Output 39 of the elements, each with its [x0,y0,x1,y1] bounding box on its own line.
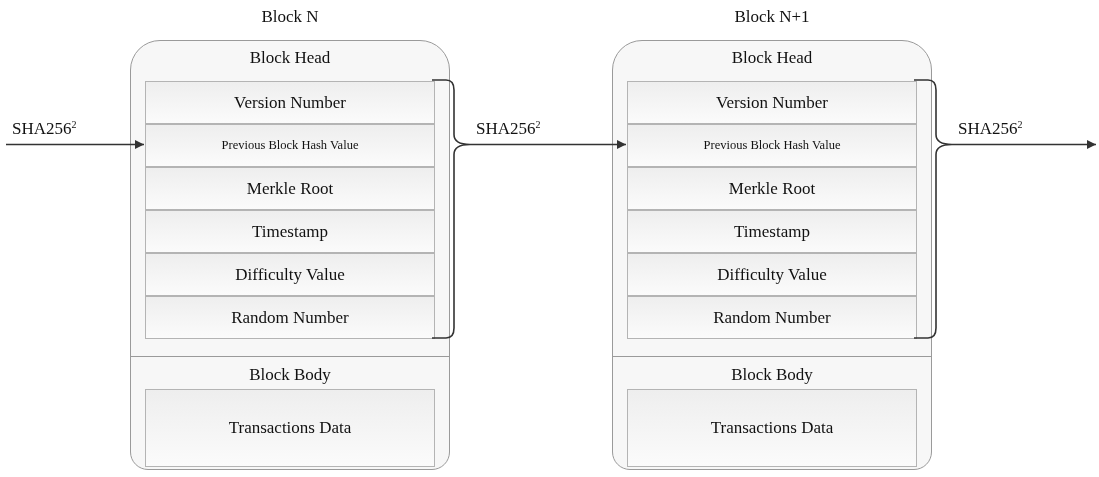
field-label: Timestamp [734,221,810,242]
header-field-box [145,81,435,124]
block-title: Block N [260,7,320,27]
field-label: Previous Block Hash Value [221,138,359,153]
field-label: Previous Block Hash Value [703,138,841,153]
field-label: Random Number [713,307,831,328]
transactions-box [627,389,917,467]
field-label: Difficulty Value [717,264,827,285]
field-label: Transactions Data [710,418,834,438]
block-body-section [131,356,449,469]
block-body-section [613,356,931,469]
field-label: Version Number [234,92,346,113]
header-field-box [145,296,435,339]
field-label: Version Number [716,92,828,113]
header-field-box [145,210,435,253]
header-field-box [145,253,435,296]
header-field-box [145,167,435,210]
field-label: Transactions Data [228,418,352,438]
header-field-box [627,81,917,124]
section-title: Block Body [248,365,332,385]
arrow [5,140,145,149]
header-field-box [627,296,917,339]
header-field-box [145,124,435,167]
header-field-box [627,253,917,296]
field-label: Difficulty Value [235,264,345,285]
section-title: Block Body [730,365,814,385]
transactions-box [145,389,435,467]
section-title: Block Head [730,48,814,68]
section-title: Block Head [248,48,332,68]
header-field-box [627,167,917,210]
field-label: Random Number [231,307,349,328]
arrow [469,140,627,149]
field-label: Merkle Root [728,178,816,199]
field-label: Timestamp [252,221,328,242]
header-field-box [627,124,917,167]
arrow [951,140,1097,149]
block-title: Block N+1 [733,7,811,27]
header-field-box [627,210,917,253]
field-label: Merkle Root [246,178,334,199]
